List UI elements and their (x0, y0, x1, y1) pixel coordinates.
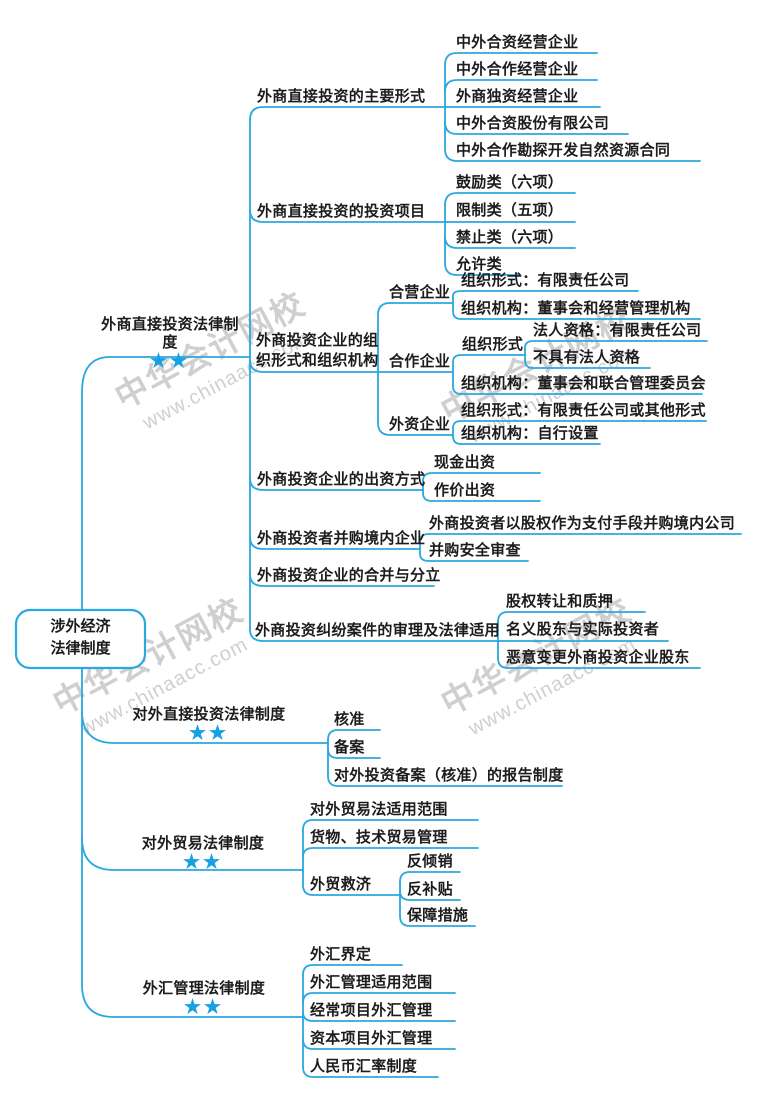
leaf-node: 允许类 (456, 257, 502, 273)
leaf-node: 中外合作勘探开发自然资源合同 (456, 143, 671, 159)
subtopic-organization: 外商投资企业的组 织形式和组织机构 (256, 333, 379, 369)
leaf-node: 现金出资 (434, 455, 496, 471)
leaf-node: 不具有法人资格 (533, 350, 641, 366)
leaf-node: 备案 (334, 740, 365, 756)
leaf-node: 组织机构：董事会和经营管理机构 (461, 301, 691, 317)
branch-foreign-direct-investment: 外商直接投资法律制度 ★★ (95, 316, 245, 372)
root-line1: 涉外经济 (50, 619, 111, 635)
leaf-node: 反倾销 (407, 854, 453, 870)
leaf-node: 作价出资 (434, 483, 496, 499)
importance-stars: ★★ (182, 852, 224, 873)
node-cooperative-joint-venture: 合作企业 (389, 354, 451, 370)
subtopic-investment-projects: 外商直接投资的投资项目 (257, 204, 426, 220)
leaf-node: 中外合资股份有限公司 (456, 116, 610, 132)
leaf-node: 对外投资备案（核准）的报告制度 (334, 768, 564, 784)
subtopic-main-forms: 外商直接投资的主要形式 (257, 89, 426, 105)
importance-stars: ★★ (188, 723, 230, 744)
leaf-node: 法人资格：有限责任公司 (533, 323, 702, 339)
leaf-node: 中外合作经营企业 (456, 62, 579, 78)
node-wholly-foreign-owned: 外资企业 (389, 417, 451, 433)
subtopic-dispute-cases: 外商投资纠纷案件的审理及法律适用 (255, 623, 500, 639)
leaf-node: 组织形式：有限责任公司或其他形式 (461, 403, 706, 419)
node-organization-form: 组织形式 (462, 337, 524, 353)
leaf-node: 货物、技术贸易管理 (310, 830, 448, 846)
leaf-node: 股权转让和质押 (506, 594, 614, 610)
node-trade-remedy: 外贸救济 (310, 877, 372, 893)
node-equity-joint-venture: 合营企业 (389, 285, 451, 301)
root-node: 涉外经济 法律制度 (16, 616, 145, 660)
leaf-node: 保障措施 (407, 908, 469, 924)
leaf-node: 外汇界定 (310, 947, 372, 963)
leaf-node: 鼓励类（六项） (456, 175, 564, 191)
leaf-node: 外商投资者以股权作为支付手段并购境内公司 (429, 516, 736, 532)
importance-stars: ★★ (183, 997, 225, 1018)
leaf-node: 组织形式：有限责任公司 (461, 273, 630, 289)
branch-outbound-investment: 对外直接投资法律制度 ★★ (130, 706, 288, 744)
leaf-node: 资本项目外汇管理 (310, 1031, 433, 1047)
leaf-node: 经常项目外汇管理 (310, 1003, 433, 1019)
leaf-node: 限制类（五项） (456, 203, 564, 219)
leaf-node: 外汇管理适用范围 (310, 975, 433, 991)
importance-stars: ★★ (149, 351, 191, 372)
leaf-node: 外商独资经营企业 (456, 89, 579, 105)
leaf-node: 并购安全审查 (429, 543, 521, 559)
root-line2: 法律制度 (50, 641, 111, 657)
leaf-node: 名义股东与实际投资者 (506, 622, 660, 638)
leaf-node: 恶意变更外商投资企业股东 (506, 650, 690, 666)
leaf-node: 反补贴 (407, 882, 453, 898)
branch-foreign-exchange: 外汇管理法律制度 ★★ (139, 980, 269, 1018)
leaf-node: 对外贸易法适用范围 (310, 802, 448, 818)
leaf-node: 核准 (334, 712, 365, 728)
subtopic-capital-contribution: 外商投资企业的出资方式 (257, 472, 426, 488)
leaf-node: 中外合资经营企业 (456, 35, 579, 51)
subtopic-merger-division: 外商投资企业的合并与分立 (257, 568, 441, 584)
leaf-node: 禁止类（六项） (456, 230, 564, 246)
leaf-node: 人民币汇率制度 (310, 1059, 418, 1075)
subtopic-merger-acquisition: 外商投资者并购境内企业 (257, 531, 426, 547)
branch-foreign-trade: 对外贸易法律制度 ★★ (138, 835, 268, 873)
leaf-node: 组织机构：董事会和联合管理委员会 (461, 376, 706, 392)
leaf-node: 组织机构：自行设置 (461, 426, 599, 442)
